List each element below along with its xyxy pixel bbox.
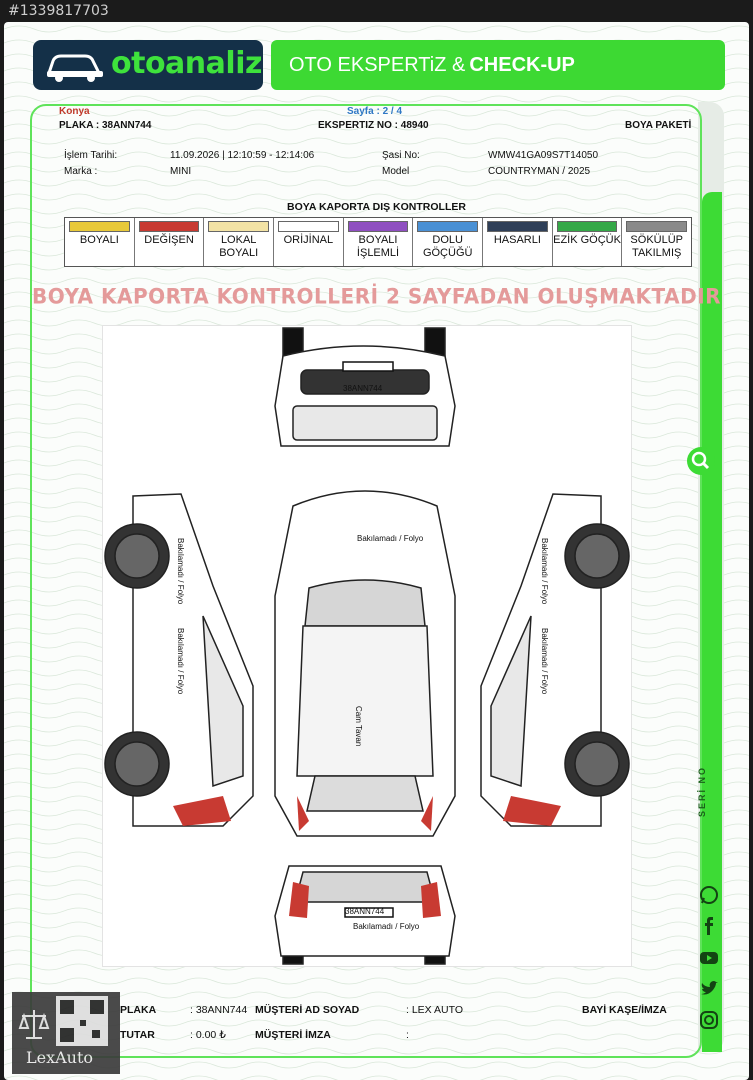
footer-signature-label: MÜŞTERİ İMZA [255, 1029, 331, 1041]
legend-label: ORİJİNAL [283, 234, 334, 246]
legend-item: LOKAL BOYALI [204, 218, 275, 266]
make-value: MINI [170, 166, 192, 177]
expertise-no: EKSPERTIZ NO : 48940 [318, 120, 429, 131]
footer-signature-value: : [406, 1029, 409, 1041]
car-front-view [274, 327, 456, 447]
search-icon[interactable] [686, 446, 716, 476]
model-label: Model [382, 166, 410, 177]
header-title-strong: CHECK-UP [469, 53, 575, 76]
section-title: BOYA KAPORTA DIŞ KONTROLLER [287, 201, 466, 213]
youtube-icon[interactable] [698, 947, 720, 969]
right-fender-note: Bakılamadı / Folyo [540, 538, 549, 605]
date-label: İşlem Tarihi: [64, 150, 118, 161]
brand-logo: otoanaliz [33, 40, 263, 90]
legend-item: HASARLI [483, 218, 553, 266]
right-door-note: Bakılamadı / Folyo [540, 628, 549, 695]
date-value: 11.09.2026 | 12:10:59 - 12:14:06 [170, 150, 315, 161]
legend-label: BOYALI İŞLEMLİ [356, 234, 400, 259]
header-title: OTO EKSPERTiZ & [289, 53, 466, 76]
legend-swatch [278, 221, 339, 232]
facebook-icon[interactable] [698, 915, 720, 937]
header-banner: OTO EKSPERTiZ & CHECK-UP [271, 40, 725, 90]
plate-line: PLAKA : 38ANN744 [59, 120, 152, 131]
listing-id: #1339817703 [8, 3, 109, 19]
footer-customer-value: : LEX AUTO [406, 1004, 463, 1016]
hood-note: Bakılamadı / Folyo [357, 534, 424, 543]
twitter-icon[interactable] [698, 978, 720, 1000]
legend-item: ORİJİNAL [274, 218, 344, 266]
chassis-label: Şasi No: [382, 150, 420, 161]
legend-item: BOYALI İŞLEMLİ [344, 218, 414, 266]
legend-label: DOLU GÖÇÜĞÜ [422, 234, 473, 259]
roof-note: Cam Tavan [354, 706, 363, 747]
legend-swatch [417, 221, 479, 232]
color-legend: BOYALI DEĞİŞEN LOKAL BOYALI ORİJİNAL BOYALI … [64, 217, 692, 267]
left-fender-note: Bakılamadı / Folyo [176, 538, 185, 605]
car-right-side-view [480, 493, 630, 827]
legend-swatch [347, 221, 409, 232]
footer-customer-label: MÜŞTERİ AD SOYAD [255, 1004, 360, 1016]
legend-label: HASARLI [493, 234, 541, 246]
chassis-value: WMW41GA09S7T14050 [488, 150, 599, 161]
page-number: Sayfa : 2 / 4 [347, 106, 403, 117]
legend-swatch [556, 221, 618, 232]
left-door-note: Bakılamadı / Folyo [176, 628, 185, 695]
legend-label: DEĞİŞEN [144, 234, 194, 246]
legend-item: DOLU GÖÇÜĞÜ [413, 218, 484, 266]
legend-label: BOYALI [79, 234, 119, 246]
qr-code-icon [18, 996, 108, 1046]
instagram-icon[interactable] [698, 1009, 720, 1031]
brand-name: otoanaliz [111, 46, 262, 81]
rear-bumper-note: Bakılamadı / Folyo [353, 922, 420, 931]
legend-item: DEĞİŞEN [135, 218, 205, 266]
city: Konya [59, 106, 90, 117]
qr-code-watermark: LexAuto [12, 992, 120, 1074]
car-left-side-view [104, 493, 254, 827]
legend-item: BOYALI [65, 218, 135, 266]
model-value: COUNTRYMAN / 2025 [488, 166, 591, 177]
report-sheet: otoanaliz OTO EKSPERTiZ & CHECK-UP Konya… [4, 22, 749, 1080]
footer-plate-value: : 38ANN744 [190, 1004, 248, 1016]
make-label: Marka : [64, 166, 98, 177]
qr-caption: LexAuto [26, 1048, 94, 1067]
report-frame [30, 104, 702, 1058]
legend-swatch [138, 221, 200, 232]
footer-total-value: : 0.00 ₺ [190, 1029, 226, 1041]
footer-plate-label: PLAKA [120, 1004, 157, 1016]
legend-swatch [208, 221, 270, 232]
car-outline-drawing [104, 327, 630, 965]
legend-swatch [626, 221, 688, 232]
car-top-view [274, 490, 456, 837]
legend-swatch [487, 221, 548, 232]
legend-label: EZİK GÖÇÜK [553, 234, 621, 246]
legend-label: SÖKÜLÜP TAKILMIŞ [630, 234, 683, 259]
footer-stamp-label: BAYİ KAŞE/İMZA [582, 1004, 667, 1016]
legend-item: EZİK GÖÇÜK [553, 218, 623, 266]
side-rail [698, 102, 724, 1052]
car-rear-view [274, 865, 456, 965]
whatsapp-icon[interactable] [698, 884, 720, 906]
serial-label: SERİ NO [697, 765, 707, 817]
footer-total-label: TUTAR [120, 1029, 155, 1041]
front-plate-label: 38ANN744 [343, 384, 383, 393]
legend-item: SÖKÜLÜP TAKILMIŞ [622, 218, 691, 266]
legend-swatch [69, 221, 130, 232]
car-logo-icon [46, 54, 103, 82]
notice-watermark: BOYA KAPORTA KONTROLLERİ 2 SAYFADAN OLUŞ… [31, 283, 722, 309]
legend-label: LOKAL BOYALI [219, 234, 259, 259]
car-damage-diagram: 38ANN744 38ANN744 Bakılamadı / Folyo Cam… [102, 325, 632, 967]
package-name: BOYA PAKETİ [625, 120, 692, 131]
rear-plate-label: 38ANN744 [345, 907, 385, 916]
